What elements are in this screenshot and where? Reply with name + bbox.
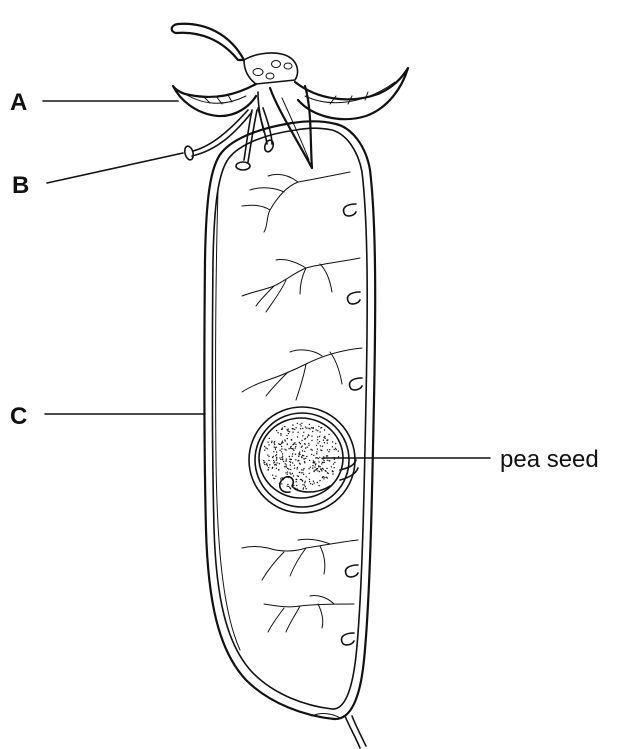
stamens [183,108,274,170]
seed-stipple [263,423,339,491]
label-line-b [47,153,183,183]
label-pea-seed: pea seed [500,446,599,473]
pea-seed [249,407,358,513]
label-lines [43,101,490,458]
stalk [172,24,298,84]
label-a: A [10,89,27,116]
label-c: C [10,403,27,430]
label-b: B [12,172,29,199]
seed-attachments [342,204,363,645]
veins [242,172,362,632]
sepals [173,68,408,168]
